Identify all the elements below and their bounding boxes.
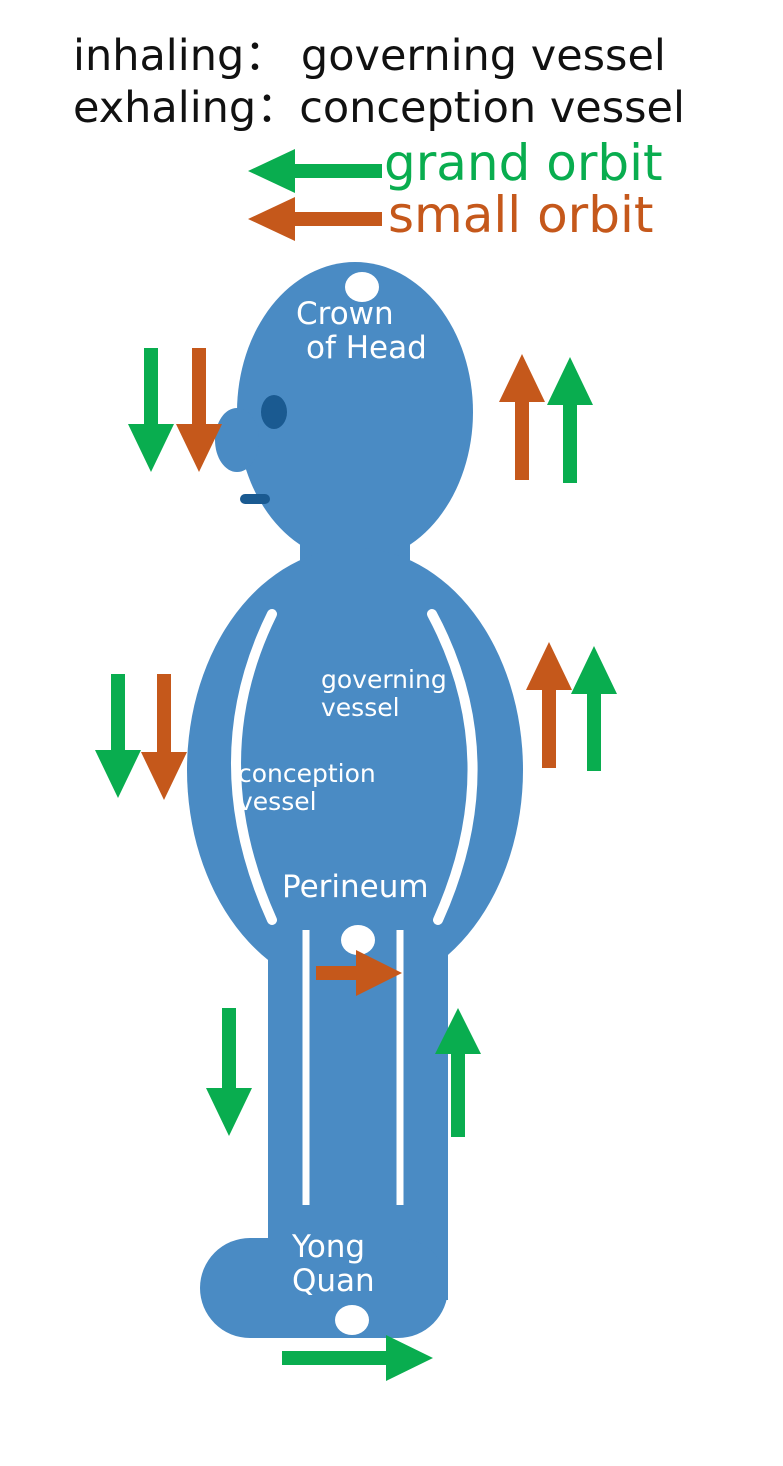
- header-inhaling: inhaling： governing vessel: [73, 31, 666, 81]
- perineum-right-arrow-orange: [316, 950, 402, 996]
- human-figure: [187, 262, 523, 1338]
- crown-label-line2: of Head: [306, 330, 427, 367]
- perineum-label: Perineum: [282, 869, 429, 905]
- nose: [215, 408, 259, 472]
- foot-right-arrow-green: [282, 1335, 433, 1381]
- head-down-arrow-orange: [176, 348, 222, 472]
- torso-up-arrow-green: [571, 646, 617, 771]
- legend-grand-orbit: grand orbit: [384, 134, 663, 192]
- torso-down-arrow-green: [95, 674, 141, 798]
- head-down-arrow-green: [128, 348, 174, 472]
- conception-label-line2: vessel: [238, 786, 317, 816]
- legend-small-arrow: [248, 197, 382, 241]
- legend-small-orbit: small orbit: [388, 186, 654, 244]
- yong-quan-point: [335, 1305, 369, 1335]
- governing-label-line1: governing: [321, 665, 447, 694]
- yong-quan-label: Yong Quan: [292, 1230, 375, 1298]
- leg-up-arrow-green: [435, 1008, 481, 1137]
- conception-vessel-label: conception vessel: [238, 760, 376, 815]
- leg-down-arrow-green: [206, 1008, 252, 1136]
- mouth: [240, 494, 270, 504]
- crown-point: [345, 272, 379, 302]
- crown-of-head-label: Crown of Head: [296, 297, 427, 365]
- left-arm-line: [231, 609, 277, 925]
- crown-label-line1: Crown: [296, 296, 394, 332]
- head: [237, 262, 473, 562]
- foot: [200, 1238, 448, 1338]
- yong-label-line2: Quan: [292, 1263, 375, 1300]
- perineum-point: [341, 925, 375, 955]
- header-exhaling: exhaling：conception vessel: [73, 83, 685, 133]
- torso-up-arrow-orange: [526, 642, 572, 768]
- conception-label-line1: conception: [238, 759, 376, 788]
- torso: [187, 548, 523, 992]
- torso-down-arrow-orange: [141, 674, 187, 800]
- governing-label-line2: vessel: [321, 692, 400, 722]
- head-up-arrow-orange: [499, 354, 545, 480]
- eye: [261, 395, 287, 429]
- governing-vessel-label: governing vessel: [321, 666, 447, 721]
- legend-grand-arrow: [248, 149, 382, 193]
- yong-label-line1: Yong: [292, 1229, 366, 1265]
- head-up-arrow-green: [547, 357, 593, 483]
- right-arm-line: [427, 609, 478, 925]
